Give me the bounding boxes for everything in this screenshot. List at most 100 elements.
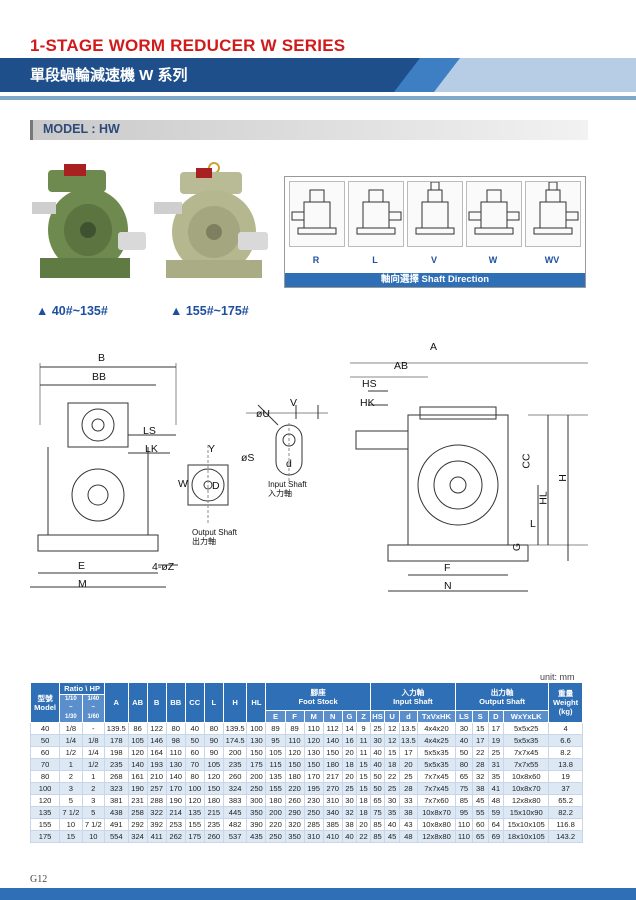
th-a: A [104,682,129,723]
table-cell: 324 [222,782,248,795]
table-cell: 230 [303,794,324,807]
table-cell: 38 [341,818,358,831]
th-txvxhk: TxVxHK [416,710,457,723]
table-cell: 43 [398,818,418,831]
table-cell: 45 [384,830,400,843]
table-cell: - [81,722,106,735]
table-cell: 6.6 [548,734,583,747]
table-cell: 10 [81,830,106,843]
table-cell: 30 [384,794,400,807]
table-cell: 89 [265,722,286,735]
table-cell: 18 [356,794,371,807]
table-cell: 250 [265,830,286,843]
table-cell: 174.5 [222,734,248,747]
table-cell: 411 [146,830,167,843]
table-cell: 17 [398,746,418,759]
table-cell: 288 [146,794,167,807]
table-cell: 100 [29,782,61,795]
table-cell: 1/2 [81,758,106,771]
dim-m: M [78,578,87,590]
table-cell: 110 [455,818,473,831]
table-cell: 95 [455,806,473,819]
dim-v: V [290,397,298,409]
table-cell: 14 [341,722,358,735]
table-cell: 50 [369,770,386,783]
table-cell: 250 [303,806,324,819]
th-cc: CC [184,682,205,723]
table-cell: 80 [184,770,205,783]
table-cell: 3 [59,782,83,795]
table-cell: 135 [29,806,61,819]
table-cell: 7x7x60 [416,794,457,807]
table-cell: 15x10x105 [503,818,550,831]
table-cell: 130 [165,758,186,771]
table-cell: 350 [246,806,267,819]
table-cell: 7x7x45 [416,770,457,783]
th-f: F [284,710,305,723]
table-cell: 175 [246,758,267,771]
table-cell: 2 [81,782,106,795]
table-cell: 65.2 [548,794,583,807]
th-ratio-high: 1/40 ~ 1/60 [81,694,106,723]
table-cell: 139.5 [222,722,248,735]
th-u: U [384,710,400,723]
table-cell: 13.5 [398,734,418,747]
dim-h: H [556,474,569,482]
table-cell: 164 [146,746,167,759]
table-cell: 5x5x35 [416,758,457,771]
table-cell: 20 [356,818,371,831]
table-cell: 38 [471,782,489,795]
table-cell: 110 [284,734,305,747]
table-cell: 155 [29,818,61,831]
table-cell: 15 [384,746,400,759]
table-cell: 25 [369,722,386,735]
table-cell: 80 [165,722,186,735]
table-cell: 75 [369,806,386,819]
shaft-direction-label-l: L [372,255,378,265]
page-number: G12 [30,874,48,885]
table-cell: 25 [398,770,418,783]
shaft-direction-panel: R L V W WV 軸向選擇 Shaft Direction [284,176,586,288]
table-subheader-row: 1/10 ~ 1/30 1/40 ~ 1/60 [31,694,583,723]
th-output-shaft: 出力軸 Output Shaft [455,682,550,711]
table-cell: 350 [284,830,305,843]
table-cell: 22 [384,770,400,783]
table-cell: 3 [81,794,106,807]
th-ls: LS [455,710,473,723]
table-cell: 41 [487,782,505,795]
table-cell: 50 [455,746,473,759]
table-cell: 554 [104,830,129,843]
th-wxyxlk: WxYxLK [503,710,550,723]
table-cell: 5 [81,806,106,819]
dim-g: G [511,542,524,552]
dim-b: B [98,352,106,364]
table-cell: 25 [341,782,358,795]
table-cell: 50 [369,782,386,795]
table-cell: 45 [471,794,489,807]
table-cell: 193 [146,758,167,771]
dim-y: Y [208,443,216,455]
table-cell: 116.8 [548,818,583,831]
table-cell: 32 [471,770,489,783]
table-cell: 25 [384,782,400,795]
table-cell: 90 [203,746,224,759]
shaft-direction-r [289,181,345,247]
table-cell: 86 [127,722,148,735]
table-cell: 20 [398,758,418,771]
table-cell: 30 [369,734,386,747]
table-cell: 89 [284,722,305,735]
shaft-direction-w [466,181,522,247]
table-cell: 110 [455,830,473,843]
table-cell: 323 [104,782,129,795]
table-cell: 100 [184,782,205,795]
table-cell: 22 [471,746,489,759]
table-cell: 235 [222,758,248,771]
dim-w: W [178,478,188,490]
table-cell: 50 [29,734,61,747]
table-cell: 340 [322,806,343,819]
model-bar: MODEL : HW [30,120,588,140]
shaft-direction-l [348,181,404,247]
table-cell: 18 [341,758,358,771]
